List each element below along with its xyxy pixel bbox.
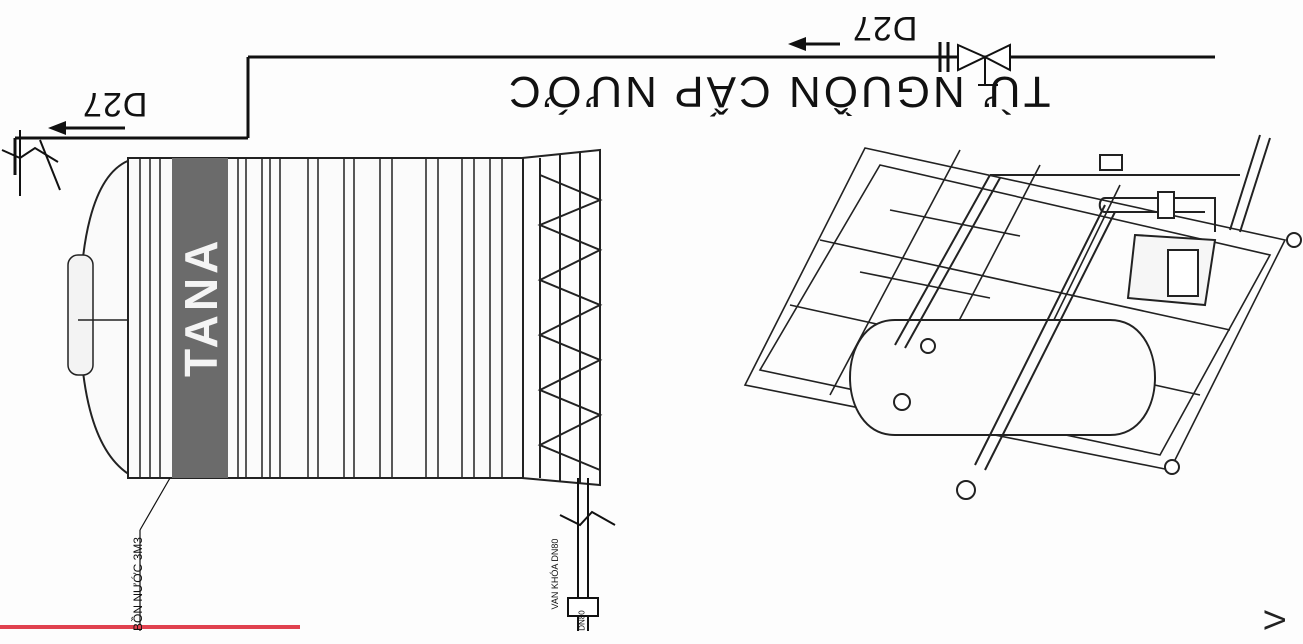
pipe-size-label-left: D27: [82, 85, 148, 123]
supply-pipe: [13, 55, 1215, 175]
tank-brand-band: [172, 158, 228, 478]
pipe-dn-label: DN80: [577, 610, 587, 631]
pump-unit: [1126, 233, 1217, 307]
tank-brand-text: TANA: [175, 236, 227, 377]
tank-callout-leader: [139, 477, 171, 631]
flow-arrow-left: [48, 121, 125, 135]
piping-diagram: [0, 37, 1302, 631]
water-tank: [67, 148, 603, 487]
skid-valve-icon: [956, 154, 1302, 500]
water-source-label: TỪ NGUỒN CẤP NƯỚC: [506, 67, 1051, 116]
corner-mark: V: [1259, 609, 1293, 631]
flow-arrow-top: [788, 37, 840, 51]
pipe-size-label-top: D27: [852, 9, 918, 47]
pressure-vessel: [849, 319, 1156, 436]
tank-callout-label: BỒN NƯỚC 3M3: [131, 537, 145, 631]
vessel-fitting-icon: [893, 338, 936, 411]
skid-piping: [894, 134, 1271, 471]
pipe-break-icon: [1, 130, 61, 196]
gate-valve-icon: [957, 43, 1011, 86]
union-fitting-icon: [938, 42, 950, 72]
outlet-valve-icon: [567, 597, 599, 617]
valve-callout-label: VAN KHÓA DN80: [550, 538, 560, 610]
